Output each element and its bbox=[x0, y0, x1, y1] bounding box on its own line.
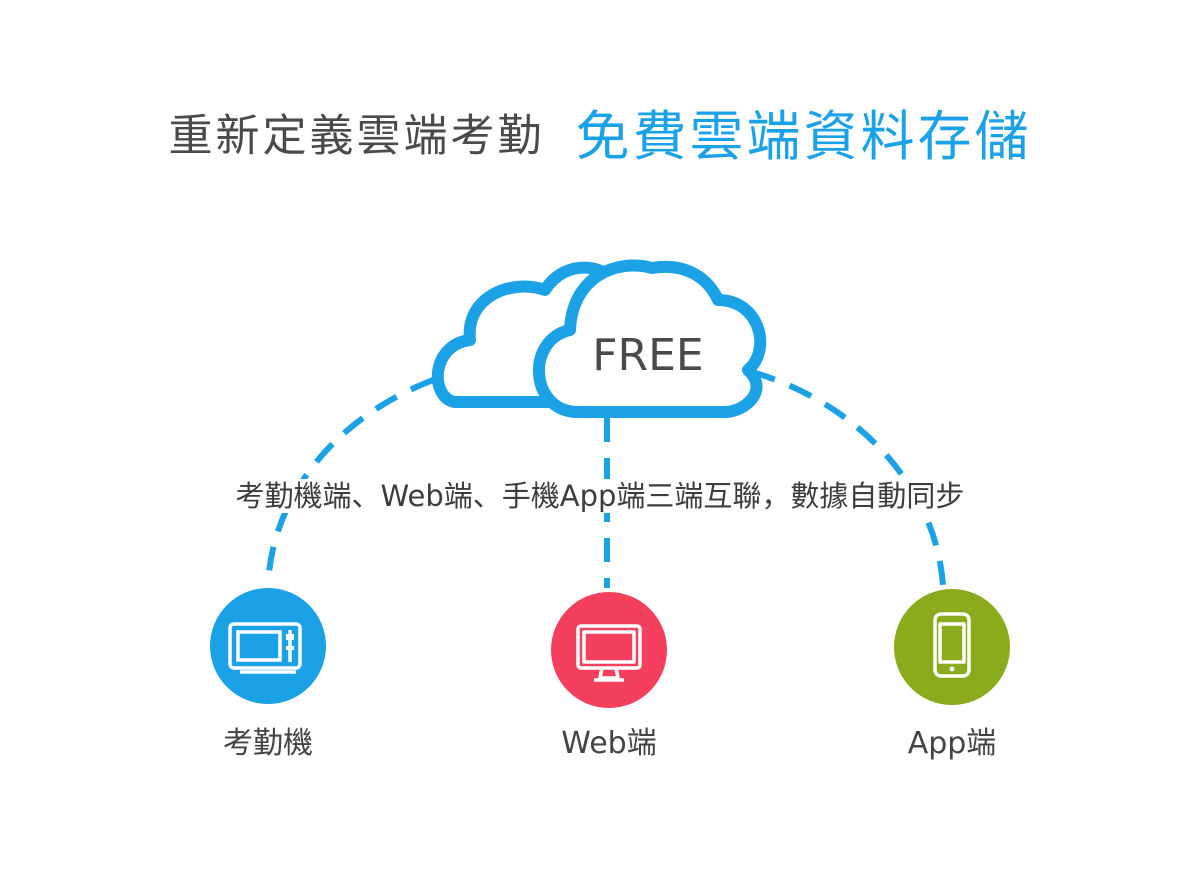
cloud-icon bbox=[431, 259, 767, 418]
node-label-web: Web端 bbox=[561, 726, 657, 761]
node-circle-app bbox=[894, 589, 1010, 705]
headline-highlight: 免費雲端資料存儲 bbox=[575, 105, 1032, 168]
monitor-icon bbox=[576, 624, 642, 682]
headline: 重新定義雲端考勤 免費雲端資料存儲 bbox=[0, 92, 1200, 171]
connector-left bbox=[265, 377, 435, 586]
node-label-app: App端 bbox=[907, 726, 997, 761]
headline-lead: 重新定義雲端考勤 bbox=[168, 110, 545, 162]
time-clock-icon bbox=[228, 622, 302, 674]
node-web bbox=[551, 592, 667, 708]
tagline-text: 考勤機端、Web端、手機App端三端互聯，數據自動同步 bbox=[231, 479, 969, 513]
node-circle-web bbox=[551, 592, 667, 708]
tagline: 考勤機端、Web端、手機App端三端互聯，數據自動同步 bbox=[0, 473, 1200, 515]
node-app bbox=[894, 589, 1010, 705]
smartphone-icon bbox=[933, 612, 971, 678]
node-circle-time-clock bbox=[210, 588, 326, 704]
node-label-time-clock: 考勤機 bbox=[223, 726, 313, 761]
cloud-front bbox=[532, 259, 767, 418]
node-time-clock bbox=[210, 588, 326, 704]
cloud-label: FREE bbox=[592, 330, 703, 381]
